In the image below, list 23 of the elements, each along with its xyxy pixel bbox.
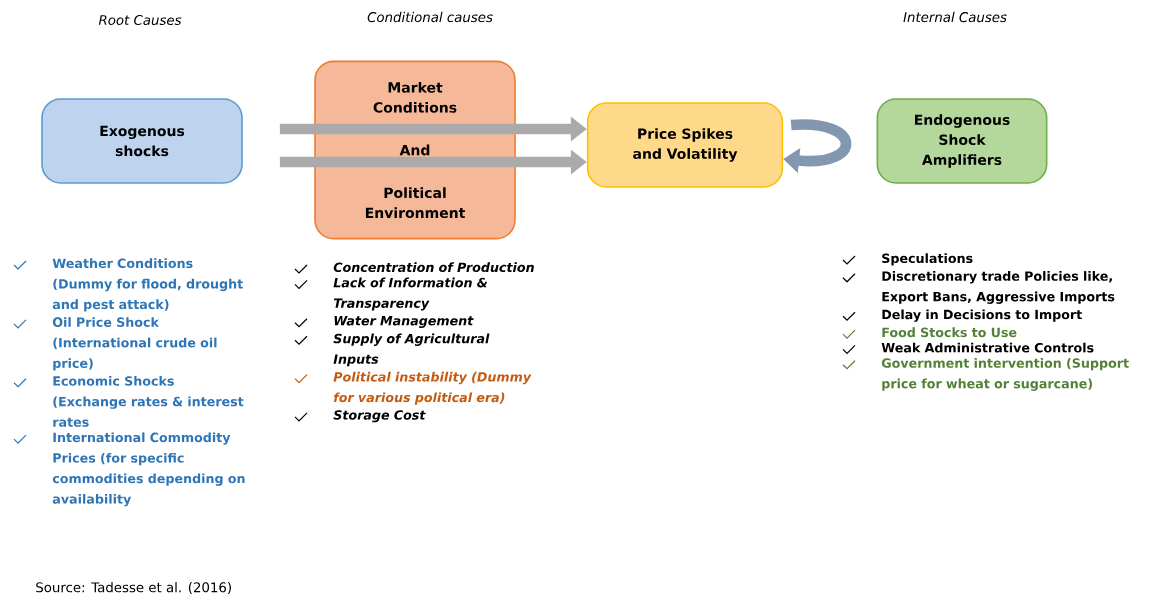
source-note: Source: Tadesse et al. (2016) — [36, 582, 231, 594]
list-item: Political instability (Dummy for various political era) — [333, 371, 532, 405]
process-box: Price Spikes and Volatility — [586, 102, 784, 188]
process-box: Endogenous Shock Amplifiers — [876, 98, 1048, 184]
list-item: Lack of Information & Transparency — [333, 277, 488, 311]
list-item: Oil Price Shock (International crude oil price) — [52, 317, 217, 371]
list-item: Concentration of Production — [333, 262, 534, 273]
list-item: Discretionary trade Policies like, Export Bans, Aggressive Imports — [882, 271, 1115, 304]
column-heading: Root Causes — [98, 14, 182, 26]
list-item: Economic Shocks (Exchange rates & interest rates — [53, 376, 244, 427]
list-item: Food Stocks to Use — [882, 327, 1017, 338]
list-item: Weather Conditions (Dummy for flood, drought and pest attack) — [52, 258, 243, 312]
list-item: Storage Cost — [333, 410, 426, 423]
list-item: Weak Administrative Controls — [881, 342, 1094, 353]
column-heading: Internal Causes — [903, 11, 1007, 23]
column-heading: Conditional causes — [367, 11, 493, 23]
list-item: Delay in Decisions to Import — [882, 309, 1082, 322]
list-item: International Commodity Prices (for specific commodities depending on availability — [52, 432, 245, 507]
list-item: Water Management — [334, 316, 474, 328]
list-item: Government intervention (Support price for wheat or sugarcane) — [881, 358, 1129, 391]
process-box: Exogenous shocks — [41, 98, 243, 184]
list-item: Supply of Agricultural Inputs — [333, 333, 490, 367]
list-item: Speculations — [882, 253, 973, 266]
